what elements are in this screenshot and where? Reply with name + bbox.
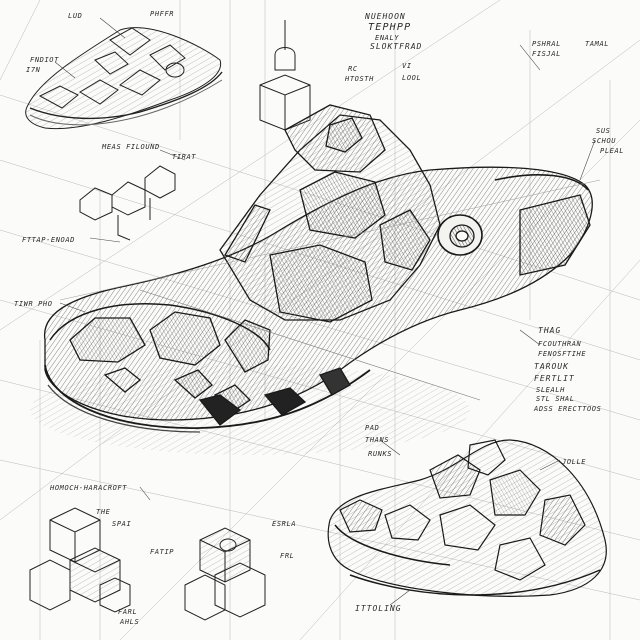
- annotation-vi: VI: [402, 62, 412, 70]
- annotation-slealh: SLEALH: [536, 386, 565, 394]
- annotation-homoch-haracroft: HOMOCH-HARACROFT: [50, 484, 128, 492]
- sandal-sketch-small-top: [25, 27, 223, 130]
- annotation-frl: FRL: [280, 552, 295, 560]
- annotation-pshral: PSHRAL: [532, 40, 561, 48]
- annotation-fertlit: FERTLIT: [534, 374, 575, 383]
- annotation-lud: LUD: [68, 12, 83, 20]
- annotation-fisjal: FISJAL: [532, 50, 561, 58]
- annotation-tiwr-pho: TIWR PHO: [14, 300, 53, 308]
- annotation-fatip: FATIP: [150, 548, 175, 556]
- leader-lines: [54, 17, 596, 606]
- annotation-jolle: JOLLE: [562, 458, 587, 466]
- annotation-htosth: HTOSTH: [345, 75, 374, 83]
- annotation-tamal: TAMAL: [585, 40, 610, 48]
- annotation-esrla: ESRLA: [272, 520, 297, 528]
- annotation-adss-erecttoos: ADSS ERECTTOOS: [534, 405, 602, 413]
- annotation-enaly: ENALY: [375, 34, 400, 42]
- annotation-ahls: AHLS: [120, 618, 140, 626]
- annotation-tarouk: TAROUK: [534, 362, 569, 371]
- main-shoe-sketch: [44, 104, 601, 433]
- annotation-rc: RC: [348, 65, 358, 73]
- annotation-tephpp: TEPHPP: [368, 22, 412, 33]
- annotation-i7n: I7N: [26, 66, 41, 74]
- annotation-spai: SPAI: [112, 520, 132, 528]
- annotation-farl: FARL: [118, 608, 138, 616]
- annotation-sloktfrad: SLOKTFRAD: [370, 42, 423, 51]
- annotation-the: THE: [96, 508, 111, 516]
- annotation-phffr: PHFFR: [150, 10, 175, 18]
- annotation-schou: SCHOU: [592, 137, 617, 145]
- annotation-fcouthran: FCOUTHRAN: [538, 340, 582, 348]
- annotation-nuehoon: NUEHOON: [365, 12, 406, 21]
- block-study-bottom-center: [184, 527, 266, 621]
- annotation-fndiot: FNDIOT: [30, 56, 59, 64]
- annotation-pleal: PLEAL: [600, 147, 625, 155]
- annotation-runks: RUNKS: [368, 450, 393, 458]
- annotation-ittoling: ITTOLING: [355, 604, 402, 613]
- annotation-pad: PAD: [365, 424, 380, 432]
- annotation-stl-shal: STL SHAL: [536, 395, 575, 403]
- sandal-sketch-small-bottom: [327, 439, 607, 597]
- annotation-thans: THANS: [365, 436, 390, 444]
- annotation-sus: SUS: [596, 127, 611, 135]
- annotation-thag: THAG: [538, 326, 562, 335]
- hexagon-chain-sketch: [79, 165, 176, 241]
- annotation-fttap-enoad: FTTAP-ENOAD: [22, 236, 75, 244]
- block-study-top: [259, 20, 311, 131]
- annotation-lool: LOOL: [402, 74, 422, 82]
- block-study-bottom-left: [29, 507, 131, 613]
- annotation-fenosftihe: FENOSFTIHE: [538, 350, 587, 358]
- annotation-tirat: TIRAT: [172, 153, 197, 161]
- annotation-meas-filound: MEAS FILOUND: [102, 143, 160, 151]
